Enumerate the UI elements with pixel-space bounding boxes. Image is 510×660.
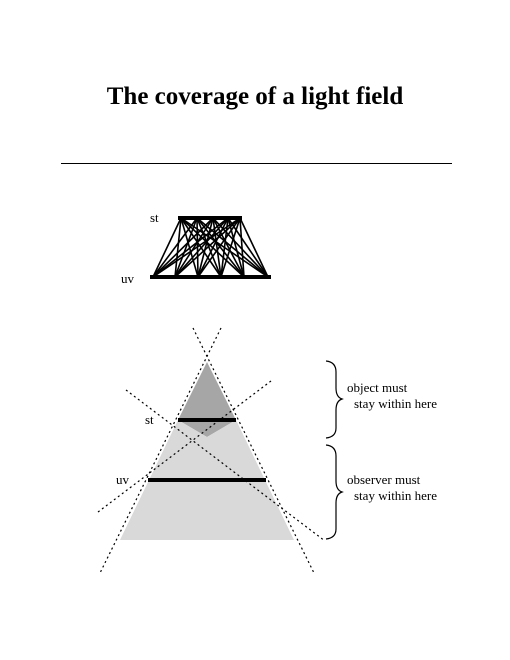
ray-line (174, 217, 229, 278)
ray-line (174, 217, 198, 278)
ray-lines (152, 217, 269, 278)
ray-line (227, 217, 269, 278)
ray-line (196, 217, 269, 278)
coverage-diagram: st uv object must stay within here obser… (97, 327, 437, 574)
object-brace (325, 360, 344, 439)
ray-bundle-diagram: st uv (121, 210, 271, 286)
ray-st-right-steep (192, 327, 315, 574)
ray-st-left-shallow (97, 380, 272, 513)
ray-line (239, 217, 269, 278)
observer-note-line-1: observer must (347, 472, 421, 487)
ray-st-right-shallow (125, 389, 326, 542)
observer-brace (325, 444, 344, 540)
ray-line (152, 217, 182, 278)
ray-line (196, 217, 222, 278)
ray-line (152, 217, 214, 278)
st-label-top: st (150, 210, 159, 225)
object-note-line-1: object must (347, 380, 408, 395)
ray-line (174, 217, 241, 278)
ray-line (152, 217, 229, 278)
ray-line (196, 217, 245, 278)
page-title: The coverage of a light field (106, 83, 404, 110)
ray-line (220, 217, 241, 278)
ray-line (152, 217, 241, 278)
ray-line (197, 217, 241, 278)
ray-line (239, 217, 245, 278)
ray-line (197, 217, 229, 278)
ray-line (174, 217, 182, 278)
uv-label-top: uv (121, 271, 135, 286)
object-note-line-2: stay within here (354, 396, 437, 411)
ray-line (152, 217, 198, 278)
observer-note-line-2: stay within here (354, 488, 437, 503)
uv-label: uv (116, 472, 130, 487)
ray-line (197, 217, 214, 278)
ray-line (174, 217, 214, 278)
ray-st-left-steep (99, 327, 222, 574)
boundary-rays (97, 327, 326, 574)
ray-line (227, 217, 245, 278)
st-label: st (145, 412, 154, 427)
title-divider (61, 163, 452, 164)
